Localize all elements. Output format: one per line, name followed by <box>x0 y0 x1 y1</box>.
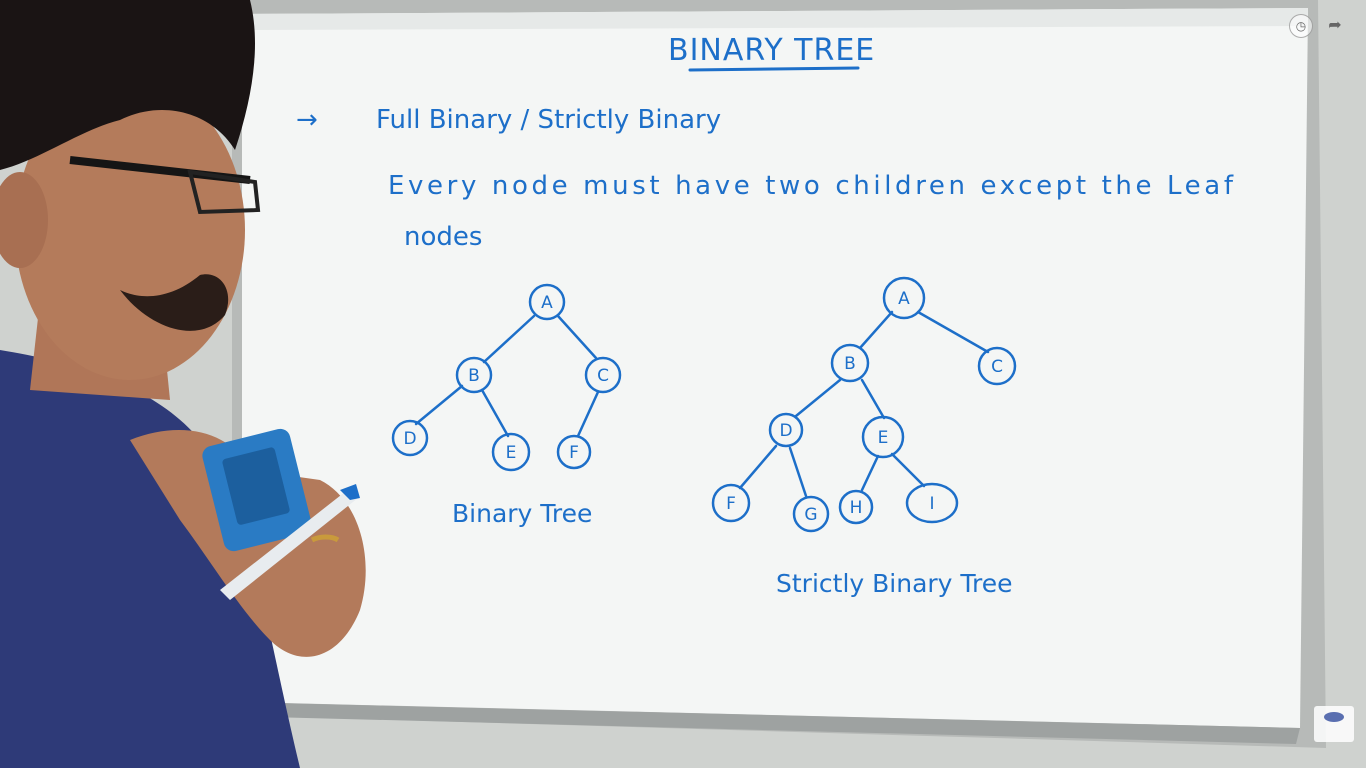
board-heading: Full Binary / Strictly Binary <box>376 105 721 135</box>
definition-line-2: nodes <box>404 222 482 252</box>
tree2-node-c: C <box>977 346 1017 386</box>
svg-text:D: D <box>779 421 792 441</box>
board-title: BINARY TREE <box>668 33 875 68</box>
svg-text:B: B <box>844 354 856 374</box>
tree1-node-b: B <box>455 356 493 394</box>
svg-text:D: D <box>403 429 416 449</box>
arrow-bullet: → <box>296 105 318 135</box>
tree1-node-d: D <box>391 419 429 457</box>
tree2-caption: Strictly Binary Tree <box>776 569 1013 598</box>
tree2-node-i: I <box>905 482 959 524</box>
svg-text:G: G <box>804 505 817 525</box>
tree1-node-a: A <box>528 283 566 321</box>
svg-text:A: A <box>898 289 910 309</box>
tree2-node-h: H <box>838 489 874 525</box>
strictly-binary-tree-diagram <box>738 310 990 498</box>
svg-text:C: C <box>597 366 609 386</box>
tree1-node-f: F <box>556 434 592 470</box>
whiteboard <box>242 8 1308 728</box>
svg-text:E: E <box>506 443 517 463</box>
channel-logo <box>1314 706 1354 742</box>
share-arrow-icon[interactable]: ➦ <box>1328 15 1342 34</box>
title-underline <box>688 66 860 72</box>
tree1-caption: Binary Tree <box>452 499 592 528</box>
svg-text:C: C <box>991 357 1003 377</box>
clock-icon[interactable]: ◷ <box>1289 14 1313 38</box>
definition-line-1: Every node must have two children except… <box>388 171 1234 201</box>
presenter <box>0 0 366 768</box>
svg-text:B: B <box>468 366 480 386</box>
tree2-node-e: E <box>861 415 905 459</box>
tree2-node-b: B <box>830 343 870 383</box>
svg-text:F: F <box>726 494 736 514</box>
tree1-node-e: E <box>491 432 531 472</box>
svg-text:H: H <box>850 498 863 518</box>
tree2-node-a: A <box>882 276 926 320</box>
tree2-node-g: G <box>792 495 830 533</box>
svg-text:E: E <box>878 428 889 448</box>
tree2-node-f: F <box>711 483 751 523</box>
tree2-node-d: D <box>768 412 804 448</box>
svg-text:A: A <box>541 293 553 313</box>
binary-tree-diagram <box>414 314 600 438</box>
tree1-node-c: C <box>584 356 622 394</box>
marker-tray <box>232 702 1300 744</box>
svg-text:I: I <box>929 494 934 514</box>
svg-text:F: F <box>569 443 579 463</box>
